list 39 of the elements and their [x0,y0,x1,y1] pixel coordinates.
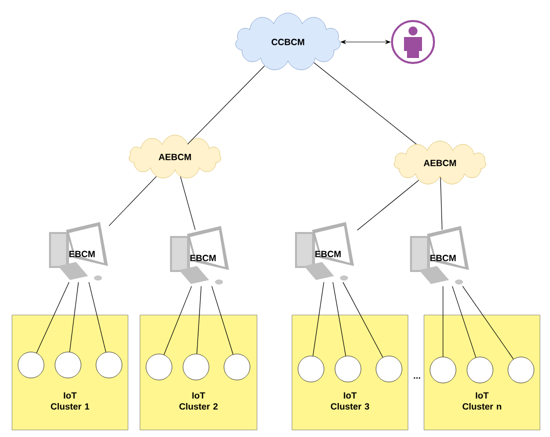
connector [312,282,324,356]
connector [164,286,192,356]
connector [187,66,265,144]
connector [69,282,79,352]
connector [440,177,442,230]
circle [146,354,172,380]
circle [224,354,250,380]
connector [196,286,202,354]
circle [376,356,402,382]
cloud: AEBCM [128,134,222,178]
person-icon [391,20,435,64]
cloud: AEBCM [394,140,486,184]
connector [452,286,476,358]
circle [508,356,534,384]
circle [18,352,44,378]
connector [211,286,234,355]
connector [180,176,196,230]
circle [182,354,210,380]
connector [356,180,419,231]
ellipsis: ... [414,377,420,379]
connector [332,282,346,356]
connector [108,176,157,226]
connector [88,282,106,352]
circle [54,352,82,378]
cloud: CCBCM [236,12,340,70]
circle [96,352,122,378]
circle [430,356,456,384]
computer: EBCM [170,226,229,284]
connector [442,286,444,358]
computer: EBCM [49,222,108,280]
circle [298,356,324,382]
connector [462,286,514,360]
computer: EBCM [410,226,469,284]
circle [334,356,362,382]
connector [36,282,70,354]
connector [314,62,417,144]
computer: EBCM [295,222,354,280]
connector [342,282,384,358]
circle [466,356,494,384]
